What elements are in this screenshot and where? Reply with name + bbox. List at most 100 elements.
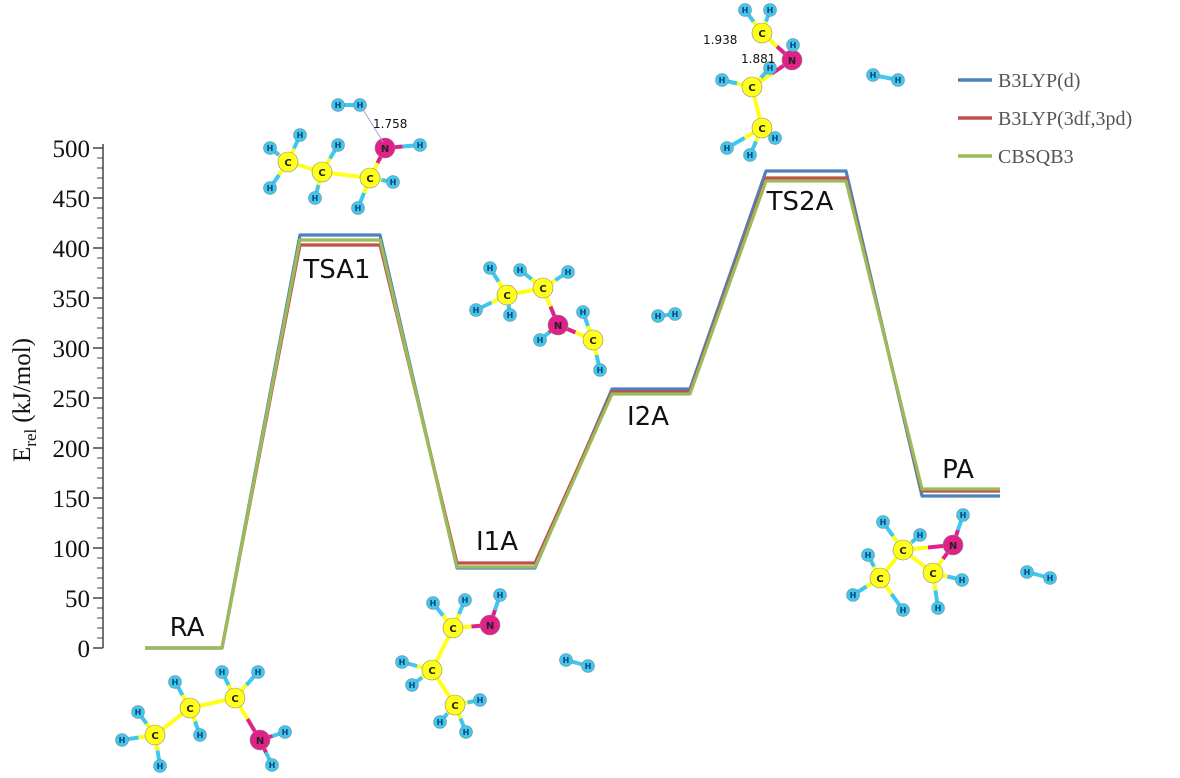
legend: B3LYP(d)B3LYP(3df,3pd)CBSQB3 (958, 70, 1132, 168)
atom-symbol: H (399, 658, 406, 667)
y-axis-title: Erel(kJ/mol) (9, 338, 40, 462)
atom-symbol: H (719, 76, 726, 85)
atom-N (249, 729, 271, 751)
atom-H (956, 508, 970, 522)
atom-H (459, 725, 473, 739)
atom-symbol: H (742, 6, 749, 15)
atom-symbol: H (269, 761, 276, 770)
y-tick-label: 50 (65, 586, 90, 613)
atom-C (922, 562, 944, 584)
atom-H (395, 655, 409, 669)
atom-H (331, 138, 345, 152)
atom-symbol: H (507, 311, 514, 320)
atom-H (413, 138, 427, 152)
atom-C (144, 724, 166, 746)
atom-symbol: H (900, 606, 907, 615)
atom-H (896, 603, 910, 617)
y-tick-label: 450 (53, 186, 91, 213)
atom-H (763, 3, 777, 17)
atom-symbol: H (197, 731, 204, 740)
atom-symbol: C (284, 158, 291, 169)
atom-symbol: H (747, 151, 754, 160)
atom-symbol: H (865, 551, 872, 560)
atom-H (263, 141, 277, 155)
atom-symbol: H (537, 336, 544, 345)
atom-symbol: C (748, 83, 755, 94)
atom-symbol: H (487, 264, 494, 273)
atom-H (293, 128, 307, 142)
y-tick-label: 500 (53, 136, 91, 163)
atom-symbol: H (767, 64, 774, 73)
atom-H (308, 191, 322, 205)
atom-H (265, 758, 279, 772)
atom-symbol: C (451, 701, 458, 712)
atom-symbol: H (672, 310, 679, 319)
atom-N (942, 534, 964, 556)
atom-symbol: C (929, 569, 936, 580)
atom-symbol: H (172, 678, 179, 687)
atom-symbol: H (335, 101, 342, 110)
atom-H (331, 98, 345, 112)
atom-symbol: C (899, 546, 906, 557)
atom-H (1020, 565, 1034, 579)
series-line-2 (145, 179, 1000, 650)
atom-symbol: C (758, 124, 765, 135)
atom-H (493, 588, 507, 602)
atom-symbol: N (381, 144, 389, 155)
atom-H (743, 148, 757, 162)
atom-C (869, 567, 891, 589)
atom-symbol: H (772, 134, 779, 143)
atom-symbol: C (151, 731, 158, 742)
atom-H (559, 653, 573, 667)
atom-H (405, 678, 419, 692)
y-axis-title-sub: rel (21, 428, 40, 446)
legend-label-0: B3LYP(d) (998, 70, 1080, 92)
atom-symbol: H (1047, 574, 1054, 583)
atom-H (503, 308, 517, 322)
y-tick-label: 150 (53, 486, 91, 513)
atom-C (442, 617, 464, 639)
atom-H (513, 263, 527, 277)
atom-symbol: H (417, 141, 424, 150)
atom-C (359, 167, 381, 189)
atom-symbol: C (758, 29, 765, 40)
bond-distance-label: 1.881 (741, 52, 775, 66)
state-label-4: TS2A (766, 187, 834, 217)
atom-symbol: H (767, 6, 774, 15)
atom-H (458, 593, 472, 607)
atom-symbol: H (390, 178, 397, 187)
atom-C (444, 694, 466, 716)
atom-H (131, 705, 145, 719)
atom-symbol: H (585, 662, 592, 671)
atom-C (582, 329, 604, 351)
atom-symbol: N (256, 736, 264, 747)
atom-H (931, 601, 945, 615)
atom-symbol: H (157, 762, 164, 771)
bond-distance-label: 1.758 (373, 117, 407, 131)
state-label-1: TSA1 (302, 255, 370, 285)
atom-symbol: H (497, 591, 504, 600)
atom-H (576, 305, 590, 319)
atom-H (738, 3, 752, 17)
atom-symbol: H (597, 366, 604, 375)
atom-H (668, 307, 682, 321)
atom-symbol: H (790, 41, 797, 50)
atom-C (751, 22, 773, 44)
atom-H (469, 303, 483, 317)
atom-C (741, 76, 763, 98)
atom-symbol: H (267, 144, 274, 153)
y-tick-label: 400 (53, 236, 91, 263)
atom-symbol: H (655, 312, 662, 321)
atom-H (581, 659, 595, 673)
atom-H (263, 181, 277, 195)
atom-symbol: H (1024, 568, 1031, 577)
atom-H (193, 728, 207, 742)
atom-symbol: H (917, 531, 924, 540)
atom-symbol: N (486, 621, 494, 632)
atom-H (386, 175, 400, 189)
